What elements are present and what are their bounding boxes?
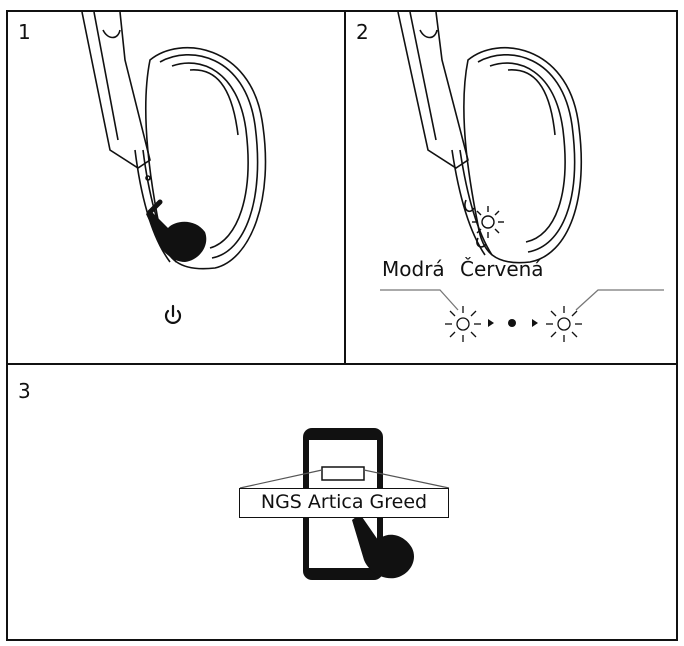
blinking-light-icon [472,206,504,238]
label-red: Červená [460,257,544,281]
power-icon [164,304,182,324]
step-panel-1: 1 [6,10,346,365]
light-off-dot [508,319,516,327]
bluetooth-device-name: NGS Artica Greed [239,488,449,518]
callout-lines [239,469,450,489]
label-blue: Modrá [382,257,445,281]
pointing-hand-icon [352,514,415,579]
headphone-illustration-2 [397,11,583,264]
sequence-arrow-icon [488,319,538,327]
blinking-light-icon [445,306,481,342]
pointing-hand-icon [146,199,207,262]
step-number-3: 3 [18,379,31,403]
step-number-1: 1 [18,20,31,44]
blinking-light-icon [546,306,582,342]
step-number-2: 2 [356,20,369,44]
label-leader-lines [380,289,664,311]
